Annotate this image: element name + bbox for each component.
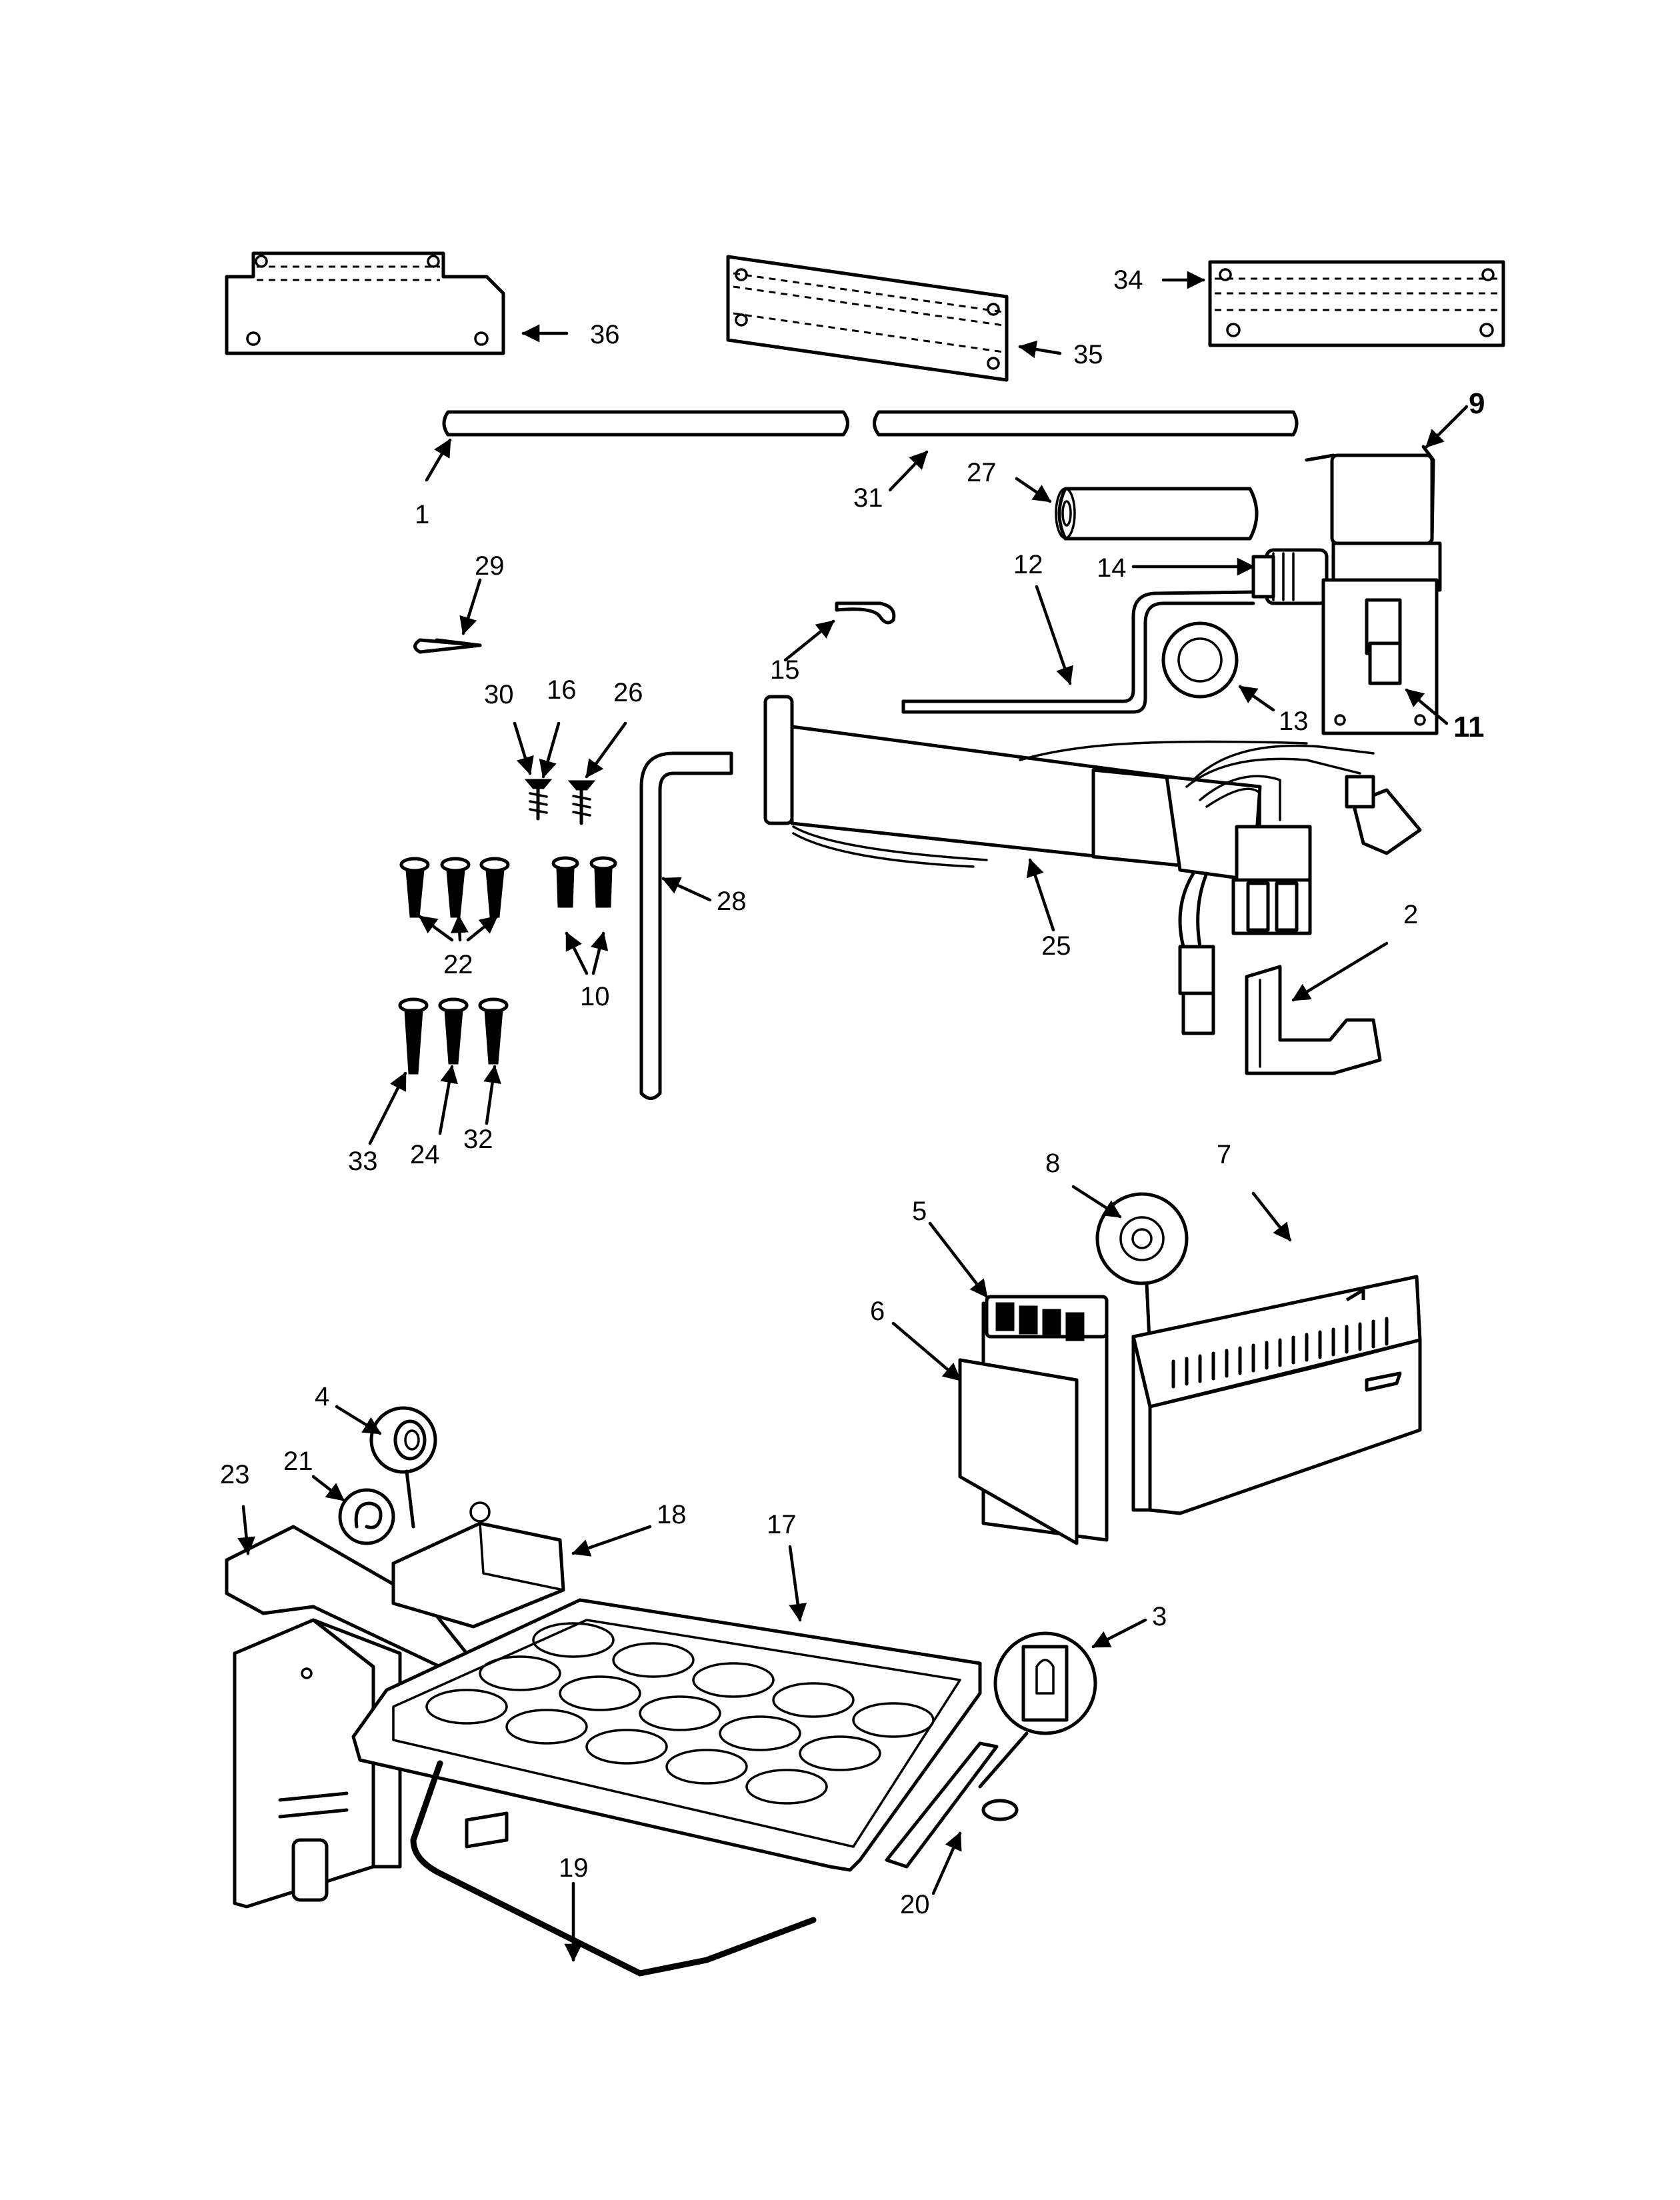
callout-19: 19 (559, 1853, 589, 1883)
screws-30-16-26 (524, 779, 596, 825)
callout-15: 15 (770, 655, 800, 685)
part-4-bushing (369, 1406, 437, 1529)
callout-4: 4 (315, 1382, 329, 1411)
part-12-tube (901, 590, 1255, 714)
part-21-clip (338, 1488, 395, 1545)
leader-arrows (237, 271, 1469, 1962)
callout-7: 7 (1217, 1140, 1231, 1169)
callout-3: 3 (1152, 1602, 1167, 1631)
part-34-plate (1208, 260, 1505, 347)
callout-5: 5 (912, 1197, 927, 1226)
part-13-ring (1161, 621, 1239, 699)
callout-labels: 36 35 34 9 1 31 27 12 14 13 11 29 15 30 … (220, 265, 1485, 1919)
callout-20: 20 (900, 1890, 930, 1919)
part-3-detail (978, 1631, 1097, 1789)
part-36-bracket (225, 251, 505, 355)
callout-17: 17 (767, 1510, 797, 1539)
callout-36: 36 (590, 320, 620, 349)
part-17-mold-cups (425, 1622, 935, 1805)
callout-8: 8 (1045, 1149, 1060, 1178)
part-19-bail-arm (410, 1760, 817, 1977)
callout-12: 12 (1013, 550, 1043, 579)
callout-33: 33 (348, 1147, 378, 1176)
callout-22: 22 (443, 950, 473, 979)
callout-18: 18 (657, 1500, 687, 1529)
part-15-clip (835, 601, 896, 625)
callout-16: 16 (547, 675, 577, 705)
part-7-vent-slots (1171, 1317, 1389, 1389)
part-20-end-cap (885, 1741, 1019, 1869)
callout-32: 32 (463, 1125, 493, 1154)
part-17-ice-mold (351, 1598, 982, 1872)
part-27-sleeve (1055, 487, 1259, 541)
callout-1: 1 (415, 500, 429, 529)
part-35-plate (726, 255, 1009, 382)
callout-21: 21 (283, 1447, 313, 1476)
callout-23: 23 (220, 1460, 250, 1489)
callout-13: 13 (1279, 707, 1309, 736)
callout-2: 2 (1403, 900, 1418, 929)
callout-6: 6 (870, 1297, 885, 1326)
part-2-bracket (1245, 965, 1382, 1075)
part-9-11-14-water-valve (1251, 445, 1442, 735)
callout-35: 35 (1073, 340, 1103, 369)
callout-24: 24 (410, 1140, 440, 1169)
callout-10: 10 (580, 982, 610, 1011)
screws-33-24-32 (398, 997, 509, 1075)
callout-29: 29 (475, 551, 505, 581)
callout-14: 14 (1097, 553, 1127, 583)
part-18-motor (391, 1501, 565, 1629)
part-5-6-control (958, 1295, 1109, 1545)
callout-30: 30 (484, 680, 514, 709)
part-23-housing (225, 1525, 469, 1909)
callout-9: 9 (1469, 387, 1485, 420)
callout-28: 28 (717, 887, 747, 916)
callout-31: 31 (853, 483, 883, 513)
part-1-31-tube (442, 410, 1299, 437)
callout-26: 26 (613, 678, 643, 707)
screws-22 (399, 857, 510, 918)
callout-25: 25 (1041, 931, 1071, 961)
callout-11: 11 (1453, 711, 1485, 743)
callout-34: 34 (1113, 265, 1143, 295)
part-29-clip (413, 638, 482, 654)
part-25-harness (763, 695, 1422, 1035)
part-7-cover (1131, 1275, 1422, 1515)
part-28-rod (639, 751, 733, 1100)
screws-10 (551, 856, 617, 908)
callout-27: 27 (967, 458, 997, 487)
